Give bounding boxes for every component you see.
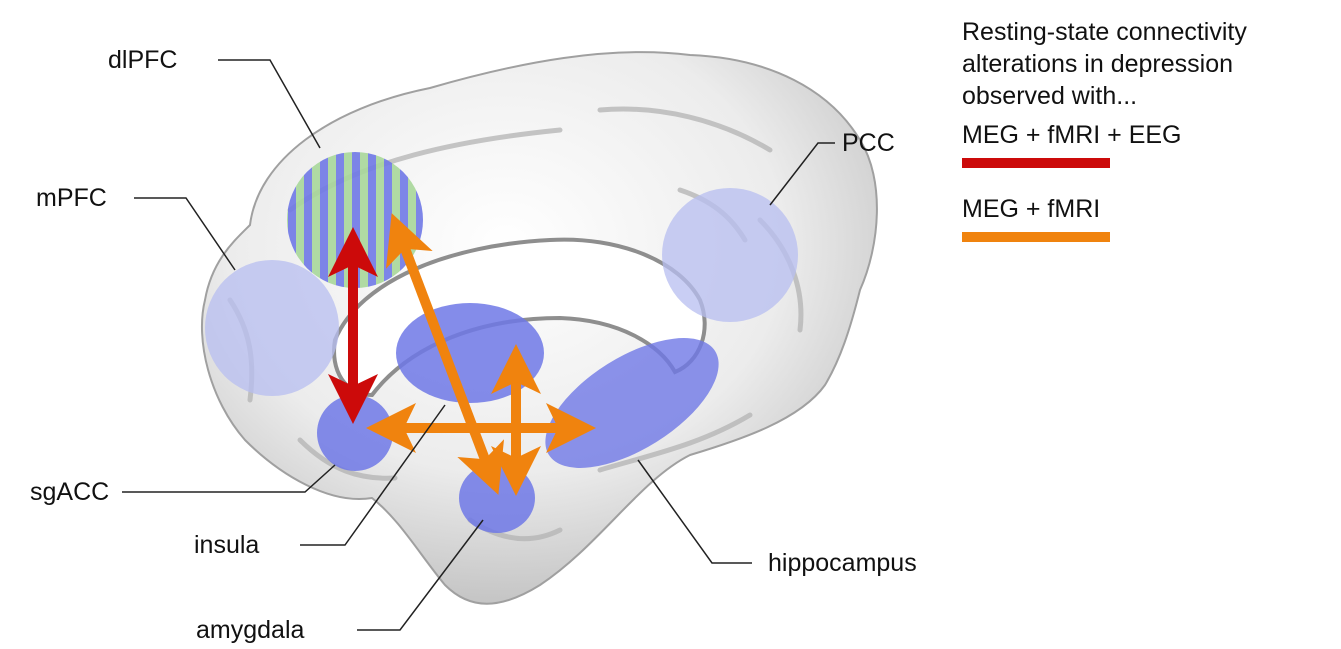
legend-entry-meg-fmri-eeg: MEG + fMRI + EEG — [962, 120, 1332, 168]
insula-region — [396, 303, 544, 403]
pcc-region — [662, 188, 798, 322]
sgacc-leader — [122, 464, 336, 493]
sgacc-region — [317, 395, 393, 471]
mpfc-leader — [134, 197, 236, 271]
legend-label: MEG + fMRI — [962, 195, 1101, 223]
mpfc-label: mPFC — [36, 184, 107, 212]
pcc-leader — [769, 142, 835, 206]
legend-title: Resting-state connectivity alterations i… — [962, 18, 1247, 110]
insula-label: insula — [194, 531, 259, 559]
dlpfc-label: dlPFC — [108, 46, 177, 74]
pcc-label: PCC — [842, 129, 895, 157]
mpfc-region — [205, 260, 339, 396]
hippocampus-label: hippocampus — [768, 549, 917, 577]
legend-swatch-red — [962, 158, 1110, 168]
legend-label: MEG + fMRI + EEG — [962, 121, 1182, 149]
legend-swatch-orange — [962, 232, 1110, 242]
amygdala-region — [459, 463, 535, 533]
amygdala-label: amygdala — [196, 616, 304, 644]
legend: Resting-state connectivity alterations i… — [962, 16, 1332, 242]
insula-leader — [300, 404, 446, 546]
sgacc-label: sgACC — [30, 478, 109, 506]
legend-entry-meg-fmri: MEG + fMRI — [962, 194, 1332, 242]
dlpfc-leader — [218, 59, 321, 149]
leader-lines — [122, 59, 835, 631]
connectivity-arrows — [328, 213, 596, 496]
hippocampus-leader — [637, 459, 752, 564]
amygdala-leader — [357, 519, 484, 631]
